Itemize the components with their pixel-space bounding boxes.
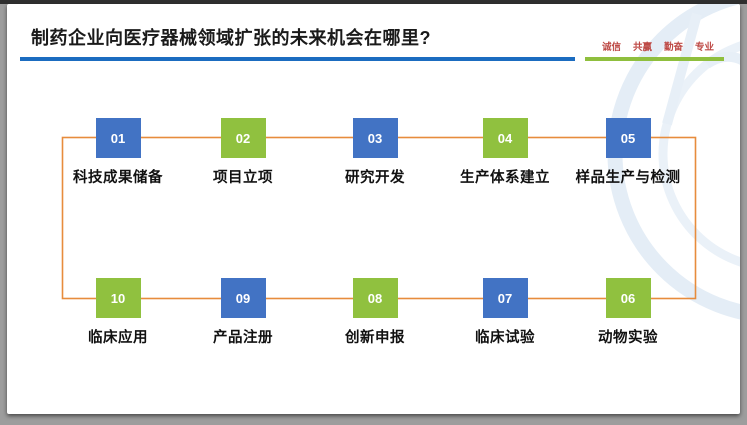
step-label: 临床试验 — [475, 330, 535, 346]
step-label: 项目立项 — [213, 170, 273, 186]
divider-green — [585, 57, 724, 61]
divider-blue — [20, 57, 575, 61]
page-title: 制药企业向医疗器械领域扩张的未来机会在哪里? — [31, 28, 431, 48]
watermark-logo — [607, 4, 740, 320]
step-number-box: 02 — [220, 118, 266, 158]
flow-step: 04 生产体系建立 — [435, 118, 575, 187]
slide: 制药企业向医疗器械领域扩张的未来机会在哪里? 诚信 共赢 勤奋 专业 01 科技… — [7, 4, 740, 414]
flow-step: 06 动物实验 — [558, 278, 698, 347]
step-label: 生产体系建立 — [460, 170, 550, 186]
step-label: 临床应用 — [88, 330, 148, 346]
flow-step: 07 临床试验 — [435, 278, 575, 347]
slogan-word: 勤奋 — [663, 42, 683, 53]
flow-step: 01 科技成果储备 — [48, 118, 188, 187]
step-number-box: 01 — [95, 118, 141, 158]
flow-step: 05 样品生产与检测 — [558, 118, 698, 187]
step-number-box: 07 — [482, 278, 528, 318]
step-number-box: 09 — [220, 278, 266, 318]
flow-connector — [61, 136, 697, 300]
flow-step: 08 创新申报 — [305, 278, 445, 347]
step-number-box: 04 — [482, 118, 528, 158]
step-label: 研究开发 — [345, 170, 405, 186]
slogan-word: 诚信 — [601, 42, 621, 53]
step-label: 动物实验 — [598, 330, 658, 346]
step-label: 产品注册 — [213, 330, 273, 346]
company-slogan: 诚信 共赢 勤奋 专业 — [602, 39, 714, 53]
slogan-word: 专业 — [694, 42, 714, 53]
flow-step: 02 项目立项 — [173, 118, 313, 187]
step-label: 科技成果储备 — [73, 170, 163, 186]
slogan-word: 共赢 — [632, 42, 652, 53]
flow-step: 10 临床应用 — [48, 278, 188, 347]
step-label: 样品生产与检测 — [575, 170, 681, 186]
step-number-box: 03 — [352, 118, 398, 158]
step-number-box: 06 — [605, 278, 651, 318]
flow-step: 03 研究开发 — [305, 118, 445, 187]
step-label: 创新申报 — [345, 330, 405, 346]
window-top-edge — [0, 0, 747, 4]
flow-step: 09 产品注册 — [173, 278, 313, 347]
step-number-box: 05 — [605, 118, 651, 158]
step-number-box: 08 — [352, 278, 398, 318]
step-number-box: 10 — [95, 278, 141, 318]
